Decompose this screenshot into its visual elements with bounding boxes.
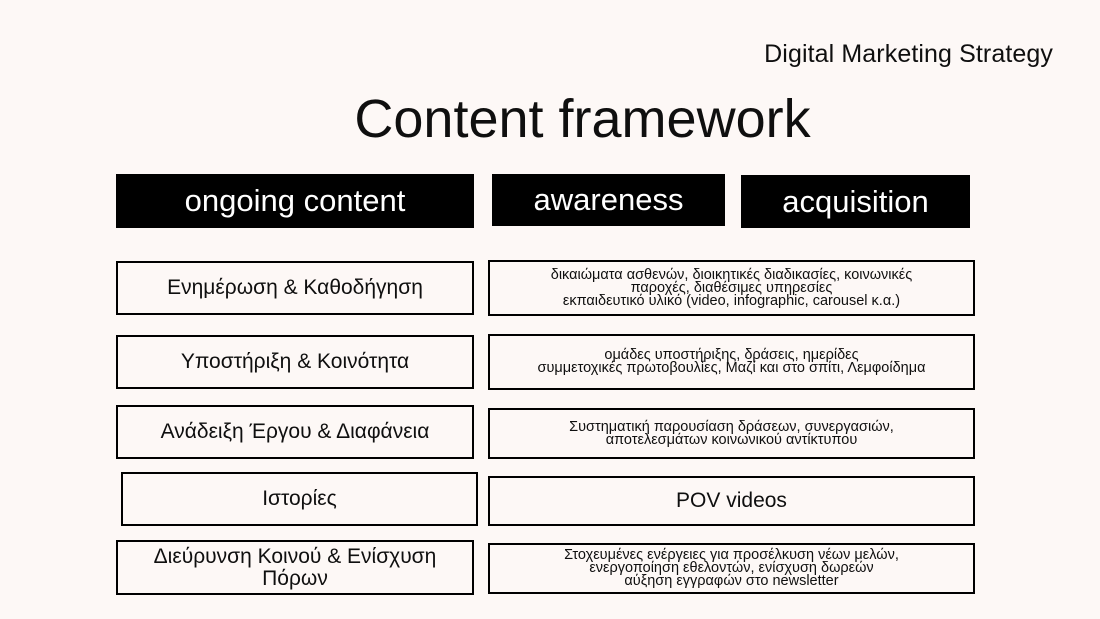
row-details-box: δικαιώματα ασθενών, διοικητικές διαδικασ…	[488, 260, 975, 316]
row-detail-line: ενεργοποίηση εθελοντών, ενίσχυση δωρεών	[589, 560, 874, 576]
row-detail-line: Στοχευμένες ενέργειες για προσέλκυση νέω…	[564, 547, 899, 563]
row-details-box: ομάδες υποστήριξης, δράσεις, ημερίδες συ…	[488, 334, 975, 390]
row-detail-line: δικαιώματα ασθενών, διοικητικές διαδικασ…	[550, 266, 913, 283]
header-awareness: awareness	[492, 174, 725, 226]
header-acquisition: acquisition	[741, 175, 970, 228]
slide-subtitle: Digital Marketing Strategy	[764, 40, 1053, 68]
row-detail-line: ομάδες υποστήριξης, δράσεις, ημερίδες	[604, 347, 859, 363]
row-details-box: Στοχευμένες ενέργειες για προσέλκυση νέω…	[488, 543, 975, 594]
row-label-box: Διεύρυνση Κοινού & Ενίσχυση Πόρων	[116, 540, 474, 595]
row-detail-line: εκπαιδευτικό υλικό (video, infographic, …	[562, 292, 901, 309]
row-label-line: Διεύρυνση Κοινού & Ενίσχυση	[153, 544, 437, 568]
row-label-box: Ανάδειξη Έργου & Διαφάνεια	[116, 405, 474, 459]
row-detail-line: POV videos	[676, 489, 787, 512]
row-label: Υποστήριξη & Κοινότητα	[180, 350, 410, 373]
row-detail-line: Συστηματική παρουσίαση δράσεων, συνεργασ…	[569, 418, 894, 435]
row-label: Ενημέρωση & Καθοδήγηση	[167, 276, 423, 299]
row-details-box: POV videos	[488, 476, 975, 526]
row-detail-line: αύξηση εγγραφών στο newsletter	[624, 573, 839, 589]
row-label-box: Ιστορίες	[121, 472, 478, 526]
header-ongoing-content: ongoing content	[116, 174, 474, 228]
row-label-line: Πόρων	[262, 566, 328, 590]
row-details-box: Συστηματική παρουσίαση δράσεων, συνεργασ…	[488, 408, 975, 459]
row-detail-line: συμμετοχικές πρωτοβουλίες, Μαζί και στο …	[537, 360, 926, 376]
row-detail-line: αποτελεσμάτων κοινωνικού αντίκτυπου	[605, 431, 858, 448]
slide-title: Content framework	[354, 89, 811, 149]
row-label: Ανάδειξη Έργου & Διαφάνεια	[160, 420, 430, 443]
row-label-box: Ενημέρωση & Καθοδήγηση	[116, 261, 474, 315]
row-detail-line: παροχές, διαθέσιμες υπηρεσίες	[630, 279, 833, 296]
row-label-box: Υποστήριξη & Κοινότητα	[116, 335, 474, 389]
row-label: Ιστορίες	[262, 487, 337, 510]
